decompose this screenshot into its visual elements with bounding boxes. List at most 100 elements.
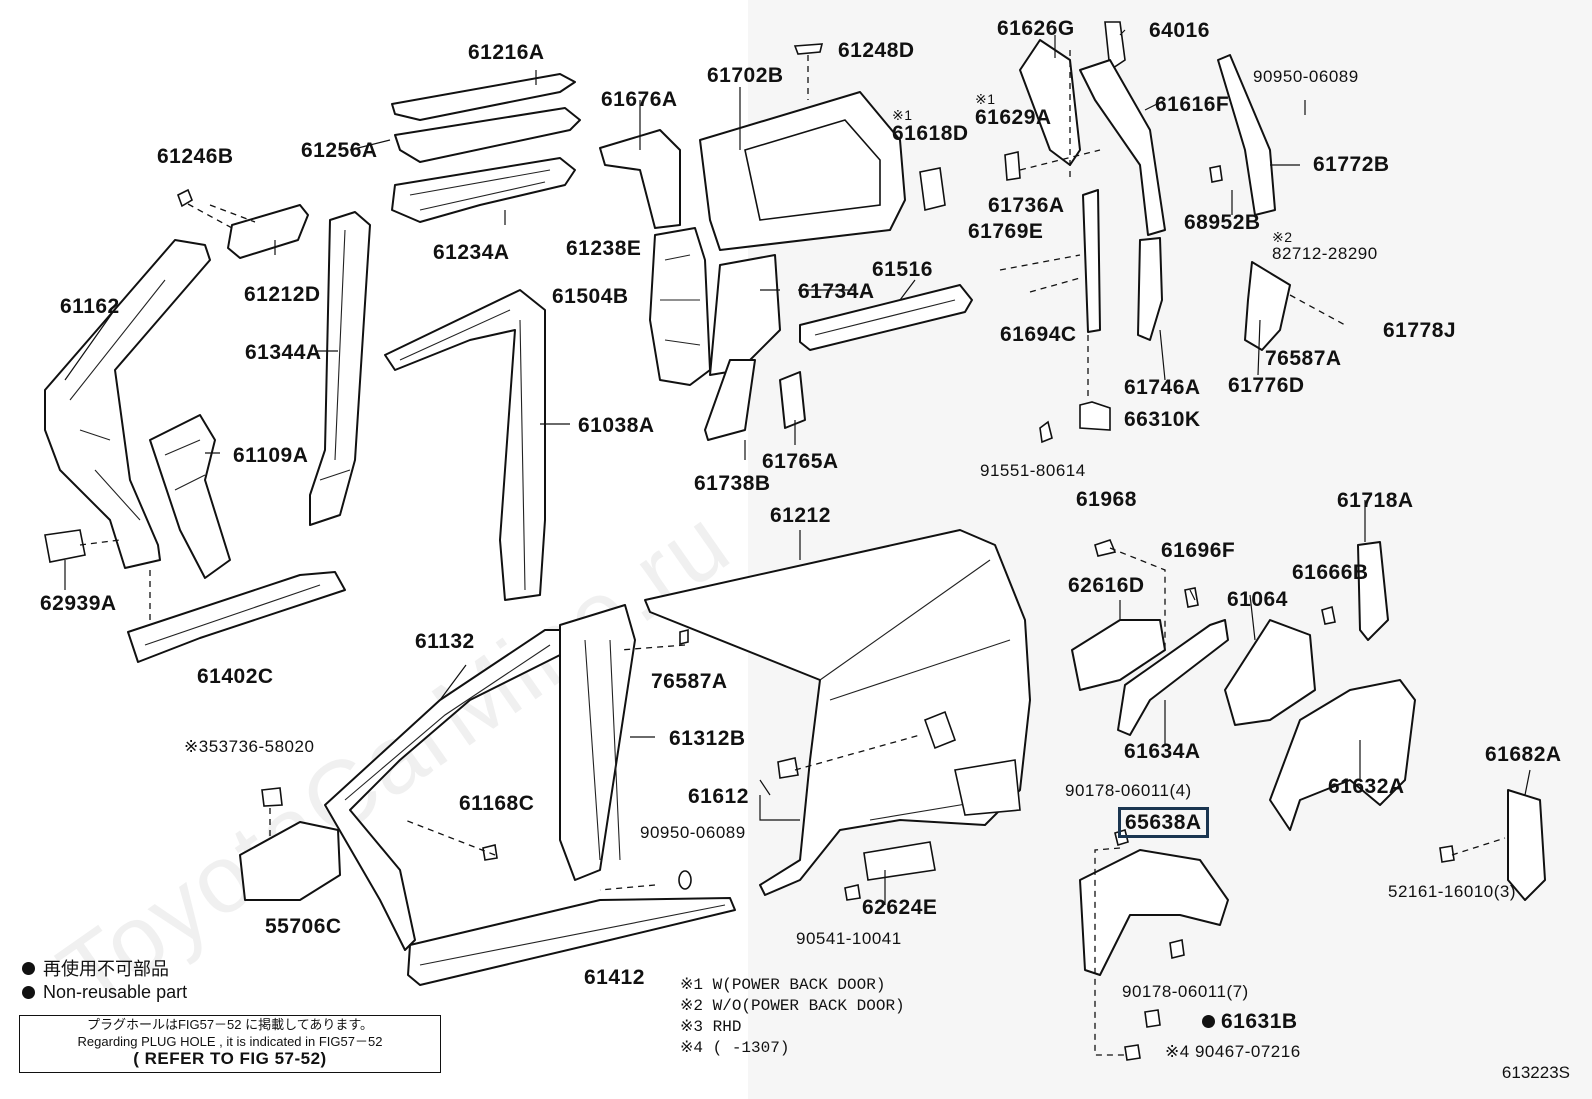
figure-id: 613223S — [1501, 1063, 1570, 1082]
part-label-61162: 61162 — [60, 295, 120, 318]
rear-inner-61676A — [599, 129, 711, 386]
part-label-61312B: 61312B — [669, 727, 746, 750]
part-label-61631B: 61631B — [1202, 1011, 1298, 1032]
part-label-61402C: 61402C — [197, 665, 274, 688]
part-label-90950-06089-top: 90950-06089 — [1253, 67, 1359, 86]
part-label-62939A: 62939A — [40, 592, 117, 615]
part-label-61212D: 61212D — [244, 283, 321, 306]
part-label-61612: 61612 — [688, 785, 749, 808]
footnote-3: ※3 RHD — [680, 1018, 742, 1036]
legend-en-text: Non-reusable part — [43, 982, 188, 1002]
footnote-4: ※4 ( -1307) — [680, 1039, 790, 1057]
part-label-52161-16010: 52161-16010(3) — [1388, 882, 1516, 901]
upper-brace-parts — [177, 188, 309, 259]
rear-panel-61702B — [699, 91, 906, 251]
part-label-61765A: 61765A — [762, 450, 839, 473]
part-label-64016: 64016 — [1149, 19, 1210, 42]
part-number-90467: 90467-07216 — [1194, 1042, 1301, 1061]
right-column-parts — [999, 21, 1346, 444]
part-number-82712: 82712-28290 — [1272, 244, 1378, 263]
part-label-61516: 61516 — [872, 258, 933, 281]
note-mark-61629A: ※1 — [975, 91, 996, 107]
part-number-61629A: 61629A — [975, 106, 1052, 129]
part-label-66310K: 66310K — [1124, 408, 1201, 431]
part-label-61694C: 61694C — [1000, 323, 1077, 346]
part-label-61238E: 61238E — [566, 237, 642, 260]
part-label-61234A: 61234A — [433, 241, 510, 264]
plug-hole-note-box: プラグホールはFIG57－52 に掲載してあります。 Regarding PLU… — [19, 1015, 441, 1073]
legend-non-reusable-en: Non-reusable part — [22, 982, 187, 1003]
part-number-61618D: 61618D — [892, 122, 969, 145]
legend-dot-icon — [22, 986, 35, 999]
part-label-61616F: 61616F — [1155, 93, 1230, 116]
note-box-jp: プラグホールはFIG57－52 に掲載してあります。 — [86, 1017, 374, 1032]
part-label-90178-06011-7: 90178-06011(7) — [1122, 982, 1249, 1001]
part-label-90178-06011-4: 90178-06011(4) — [1065, 781, 1192, 800]
part-label-61746A: 61746A — [1124, 376, 1201, 399]
part-label-61412: 61412 — [584, 966, 645, 989]
part-label-61718A: 61718A — [1337, 489, 1414, 512]
note-mark-61618D: ※1 — [892, 107, 913, 123]
part-label-353736-58020: ※353736-58020 — [184, 738, 314, 755]
part-label-61769E: 61769E — [968, 220, 1044, 243]
part-label-61504B: 61504B — [552, 285, 629, 308]
part-label-62616D: 62616D — [1068, 574, 1145, 597]
dash-side-55706C — [239, 787, 341, 901]
note-box-en: Regarding PLUG HOLE , it is indicated in… — [77, 1034, 383, 1049]
part-label-62624E: 62624E — [862, 896, 938, 919]
part-label-61212: 61212 — [770, 504, 831, 527]
part-label-61734A: 61734A — [798, 280, 875, 303]
part-label-61344A: 61344A — [245, 341, 322, 364]
part-label-61772B: 61772B — [1313, 153, 1390, 176]
part-label-61132: 61132 — [415, 630, 475, 653]
rocker-61412 — [407, 897, 736, 986]
part-label-61064: 61064 — [1227, 588, 1288, 611]
part-label-61109A: 61109A — [233, 444, 309, 467]
wheelhouse-parts — [1071, 539, 1546, 1061]
part-label-65638A-highlighted[interactable]: 65638A — [1118, 807, 1209, 838]
center-fixtures — [404, 628, 936, 901]
part-label-61626G: 61626G — [997, 17, 1075, 40]
part-number-61631B: 61631B — [1221, 1010, 1298, 1033]
part-label-90950-06089-lower: 90950-06089 — [640, 823, 746, 842]
leader-lines — [64, 29, 1531, 905]
part-label-61702B: 61702B — [707, 64, 784, 87]
part-label-61168C: 61168C — [459, 792, 535, 815]
footnote-2: ※2 W/O(POWER BACK DOOR) — [680, 997, 905, 1015]
part-label-61968: 61968 — [1076, 488, 1137, 511]
part-label-76587A-lower: 76587A — [651, 670, 728, 693]
part-label-61256A: 61256A — [301, 139, 378, 162]
part-label-61632A: 61632A — [1328, 775, 1405, 798]
part-label-68952B: 68952B — [1184, 211, 1261, 234]
part-label-61666B: 61666B — [1292, 561, 1369, 584]
part-label-61038A: 61038A — [578, 414, 655, 437]
note-box-ref[interactable]: ( REFER TO FIG 57-52) — [133, 1049, 327, 1068]
sill-61516 — [799, 284, 973, 351]
part-label-61696F: 61696F — [1161, 539, 1236, 562]
footnote-1: ※1 W(POWER BACK DOOR) — [680, 976, 886, 994]
part-label-61246B: 61246B — [157, 145, 234, 168]
note-mark-53736: ※ — [184, 737, 199, 756]
part-label-61248D: 61248D — [838, 39, 915, 62]
part-label-61778J: 61778J — [1383, 319, 1457, 342]
part-label-76587A-upper: 76587A — [1265, 347, 1342, 370]
part-label-61736A: 61736A — [988, 194, 1065, 217]
rear-lower-parts — [704, 254, 806, 441]
part-label-91551-80614: 91551-80614 — [980, 461, 1086, 480]
inner-pillar-61109A — [149, 414, 231, 579]
part-label-61776D: 61776D — [1228, 374, 1305, 397]
small-brackets-top — [793, 43, 946, 211]
note-mark-90467: ※4 — [1165, 1042, 1190, 1061]
center-pillar-61344A — [309, 211, 371, 526]
legend-dot-icon — [22, 961, 35, 975]
part-label-61676A: 61676A — [601, 88, 678, 111]
footnotes: ※1 W(POWER BACK DOOR) ※2 W/O(POWER BACK … — [680, 975, 905, 1059]
legend-jp-text: 再使用不可部品 — [43, 959, 169, 979]
part-label-90541-10041: 90541-10041 — [796, 929, 902, 948]
legend-non-reusable-jp: 再使用不可部品 — [22, 955, 169, 981]
